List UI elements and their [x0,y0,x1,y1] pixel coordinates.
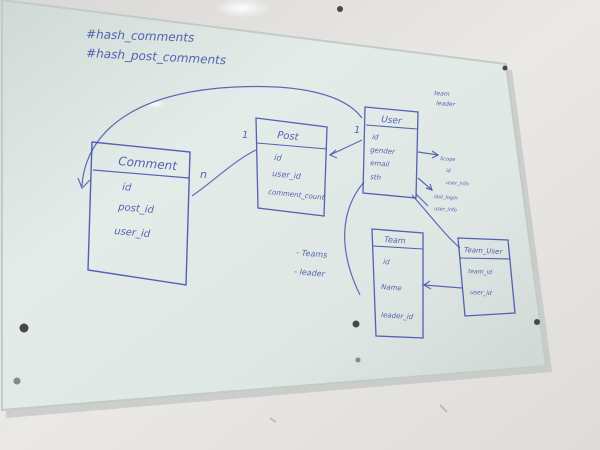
entity-team-field: leader_id [381,311,414,321]
mount-bolt [19,323,29,333]
entity-team-field: Name [381,283,402,292]
entity-team-user-title: Team_User [464,246,504,256]
note-user-side-1: Scope [440,156,456,163]
entity-post-title: Post [277,130,300,143]
entity-team-user-field: user_id [470,289,492,297]
entity-team: Team id Name leader_id [371,228,424,339]
relation-label-n: n [200,168,207,181]
entity-comment-title: Comment [118,154,179,173]
entity-comment: Comment id post_id user_id [87,141,191,286]
wall-smudge [269,417,277,423]
note-user-side-2: last_login [434,194,458,202]
light-glare-small [145,100,165,108]
mount-bolt [502,65,508,71]
wall-smudge [439,404,448,413]
mount-bolt [352,320,360,328]
entity-team-user-field: team_id [468,268,493,276]
note-top-right: team [434,90,450,98]
entity-user-field: sth [370,173,381,182]
entity-post-field: id [274,153,283,163]
entity-comment-field: user_id [114,226,151,240]
entity-comment-field: id [122,182,133,194]
note-user-side-1: id [446,168,452,174]
mount-bolt [534,319,540,325]
entity-user-field: email [370,159,390,169]
entity-comment-field: post_id [117,202,155,216]
entity-post-field: user_id [272,169,302,181]
relation-lines [77,85,463,296]
entity-user-field: id [372,133,380,142]
mount-bolt [355,357,361,363]
mount-bolt [337,6,343,12]
mount-bolt [13,377,21,385]
relation-label-1-user: 1 [354,125,360,136]
note-middle: - Teams [296,248,328,260]
entity-team-field: id [383,258,390,266]
entity-user: User id gender email sth [362,106,419,199]
note-user-side-1: user_info [446,180,469,188]
entity-team-title: Team [384,235,406,245]
entity-user-field: gender [370,146,397,156]
note-top-right: leader [436,100,456,108]
entity-user-title: User [381,115,404,127]
note-user-side-2: user_info [434,206,457,214]
header-line-1: #hash_comments [86,27,195,45]
entity-team-user: Team_User team_id user_id [457,237,516,317]
light-glare [214,0,270,18]
relation-label-1-post: 1 [242,130,248,141]
note-middle: - leader [294,267,326,279]
whiteboard [1,0,548,412]
